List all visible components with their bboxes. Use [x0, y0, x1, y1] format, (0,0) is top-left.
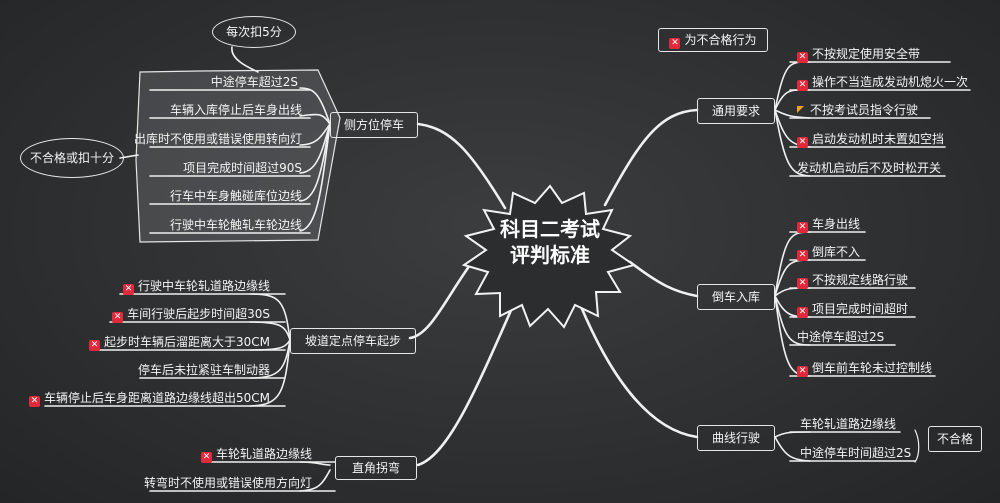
callout-fail-or-ten: 不合格或扣十分 — [20, 138, 124, 178]
x-mark-icon: ✕ — [797, 52, 808, 63]
list-item: ✕车轮轧道路边缘线 — [200, 447, 312, 463]
x-mark-icon: ✕ — [797, 80, 808, 91]
x-mark-icon: ✕ — [28, 396, 40, 407]
list-item: 转弯时不使用或错误使用方向灯 — [143, 476, 312, 490]
list-item: ✕不按规定使用安全带 — [797, 47, 921, 63]
list-item: ✕车身出线 — [797, 217, 861, 233]
x-mark-icon: ✕ — [797, 307, 808, 318]
callout-fail: 不合格 — [928, 426, 982, 452]
center-starburst — [461, 184, 637, 329]
list-item: 出库时不使用或错误使用转向灯 — [133, 132, 302, 146]
list-item: 车轮轧道路边缘线 — [800, 417, 897, 431]
branch-hill-start: 坡道定点停车起步 — [290, 328, 416, 354]
list-item: ✕车间行驶后起步时间超30S — [112, 307, 270, 323]
branch-parallel-parking: 侧方位停车 — [330, 112, 418, 138]
x-mark-icon: ✕ — [797, 366, 808, 377]
branch-right-angle-turn: 直角拐弯 — [335, 456, 417, 480]
x-mark-icon: ✕ — [669, 38, 681, 49]
list-item: ✕不按规定线路行驶 — [797, 273, 909, 289]
x-mark-icon: ✕ — [797, 250, 808, 261]
list-item: 项目完成时间超过90S — [183, 161, 302, 175]
list-item: 行驶中车轮触轧车轮边线 — [169, 218, 302, 232]
x-mark-icon: ✕ — [200, 452, 212, 463]
list-item: 行车中车身触碰库位边线 — [169, 189, 302, 203]
list-item: ✕起步时车辆后溜距离大于30CM — [88, 335, 270, 351]
list-item: 停车后未拉紧驻车制动器 — [137, 363, 270, 377]
x-mark-icon: ✕ — [797, 222, 808, 233]
x-mark-icon: ✕ — [797, 137, 808, 148]
legend-box: ✕为不合格行为 — [658, 28, 768, 52]
parallel-parking-region — [135, 69, 341, 243]
list-item: 中途停车时间超过2S — [800, 446, 912, 460]
list-item: ✕项目完成时间超时 — [797, 302, 909, 318]
center-title-line2: 评判标准 — [510, 243, 590, 267]
branch-general-requirements: 通用要求 — [697, 98, 775, 124]
list-item: ✕操作不当造成发动机熄火一次 — [797, 75, 969, 91]
legend-label: 为不合格行为 — [684, 33, 757, 47]
list-item: ✕行驶中车轮轧道路边缘线 — [122, 279, 270, 295]
center-title-line1: 科目二考试 — [500, 217, 600, 241]
list-item: ✕车辆停止后车身距离道路边缘线超出50CM — [28, 391, 270, 407]
x-mark-icon: ✕ — [112, 312, 124, 323]
list-item: 车辆入库停止后车身出线 — [169, 103, 302, 117]
flag-icon — [797, 106, 804, 113]
list-item: 发动机启动后不及时松开关 — [797, 161, 942, 175]
x-mark-icon: ✕ — [88, 340, 100, 351]
list-item: 不按考试员指令行驶 — [797, 103, 918, 117]
list-item: ✕倒车前车轮未过控制线 — [797, 361, 933, 377]
branch-curve-driving: 曲线行驶 — [697, 425, 775, 451]
list-item: ✕倒库不入 — [797, 245, 861, 261]
center-title: 科目二考试 评判标准 — [470, 216, 630, 268]
list-item: ✕启动发动机时未置如空挡 — [797, 132, 945, 148]
x-mark-icon: ✕ — [797, 278, 808, 289]
list-item: 中途停车超过2S — [797, 330, 885, 344]
branch-reverse-parking: 倒车入库 — [697, 284, 775, 310]
x-mark-icon: ✕ — [122, 284, 134, 295]
list-item: 中途停车超过2S — [210, 75, 298, 89]
callout-five-points: 每次扣5分 — [212, 16, 296, 48]
